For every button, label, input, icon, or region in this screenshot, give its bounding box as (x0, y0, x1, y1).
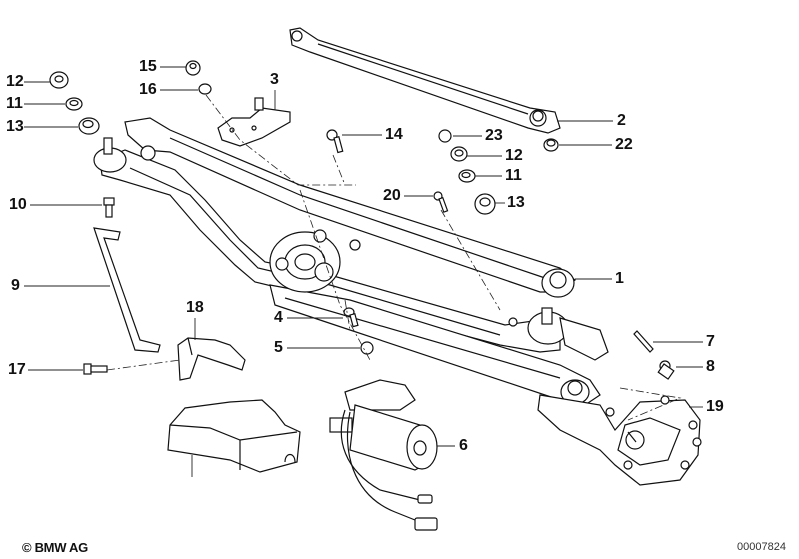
nut-15-part (185, 60, 201, 76)
callout-22: 23 (485, 127, 503, 144)
callout-13-left: 13 (6, 118, 24, 135)
wiper-motor-part (329, 379, 438, 531)
callout-20: 20 (383, 187, 401, 204)
callout-6: 6 (459, 437, 468, 454)
holder-bracket-part (177, 337, 246, 381)
washer-left-part (65, 97, 83, 111)
document-id: 00007824 (737, 541, 786, 553)
leader-lines (24, 66, 703, 477)
callout-4: 4 (274, 309, 283, 326)
callout-18: 18 (186, 299, 204, 316)
push-rod-part (289, 27, 561, 134)
callout-3: 3 (270, 71, 279, 88)
bushing-part (657, 360, 675, 380)
callout-11-right: 11 (505, 167, 522, 184)
callout-13-right: 13 (507, 194, 525, 211)
callout-10: 10 (9, 196, 27, 213)
screw-17-part (83, 363, 108, 375)
nut-right-part (450, 146, 468, 162)
callout-21: 22 (615, 136, 633, 153)
callout-7: 7 (706, 333, 715, 350)
callout-5: 5 (274, 339, 283, 356)
support-strut-part (93, 227, 161, 353)
hex-nut-5-part (360, 341, 374, 355)
copyright-notice: © BMW AG (22, 540, 88, 555)
clip-16-part (198, 83, 212, 95)
callout-17: 17 (8, 361, 26, 378)
screw-14-part (326, 129, 344, 154)
washer-right-part (458, 169, 476, 183)
nut-left-part (49, 71, 69, 89)
grommet-right-part (474, 193, 496, 215)
screw-20-part (433, 191, 449, 213)
callout-16: 16 (139, 81, 157, 98)
bracket-plate-part (217, 97, 291, 147)
rubber-mount-part (543, 138, 559, 152)
gearbox-cover-part (537, 394, 702, 486)
grommet-left-part (78, 117, 100, 135)
callout-8: 8 (706, 358, 715, 375)
screw-4-part (343, 307, 359, 328)
callout-11-left: 11 (6, 95, 23, 112)
callout-2: 2 (617, 112, 626, 129)
motor-cover-part (167, 399, 301, 473)
linkage-frame-part (93, 117, 609, 406)
pin-part (633, 330, 654, 353)
callout-14: 14 (385, 126, 403, 143)
callout-12-left: 12 (6, 73, 24, 90)
cap-22-part (438, 129, 452, 143)
callout-15: 15 (139, 58, 157, 75)
callout-9: 9 (11, 277, 20, 294)
callout-1: 1 (615, 270, 624, 287)
callout-12-right: 12 (505, 147, 523, 164)
callout-19: 19 (706, 398, 724, 415)
bolt-part (103, 197, 115, 218)
